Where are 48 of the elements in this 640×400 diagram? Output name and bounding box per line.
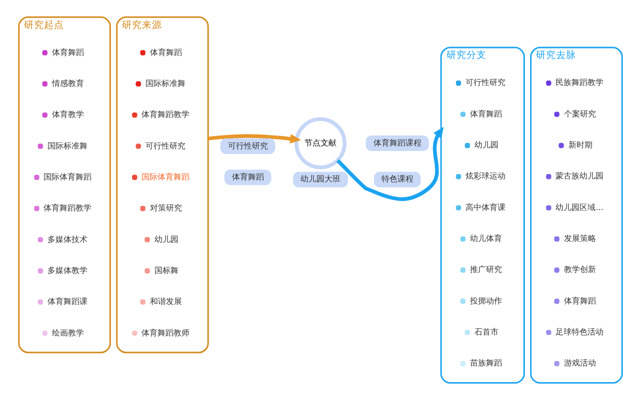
node-label: 体育舞蹈教学 (141, 109, 190, 120)
node-label: 可行性研究 (465, 77, 506, 88)
node-label: 国标舞 (154, 264, 178, 275)
node-circle: 节点文献 (294, 117, 346, 170)
node-label: 投掷动作 (470, 295, 502, 306)
node-label: 国际体育舞蹈 (43, 171, 92, 182)
node-label: 国际标准舞 (46, 140, 87, 150)
node-label: 体育舞蹈 (51, 46, 84, 57)
node-label: 多媒体技术 (46, 234, 87, 244)
node-label: 多媒体教学 (46, 264, 87, 275)
node-box: 体育舞蹈 (224, 170, 271, 186)
node-box: 体育舞蹈课程 (365, 135, 428, 152)
node-label: 和谐发展 (149, 296, 182, 306)
node-box: 可行性研究 (220, 138, 275, 154)
node-label: 绘画教学 (51, 327, 84, 338)
node-label: 推广研究 (470, 264, 502, 274)
node-label: 高中体育课 (465, 202, 506, 212)
node-label: 国际标准舞 (144, 78, 185, 88)
node-label: 情感教育 (51, 78, 84, 88)
node-label: 体育教学 (51, 109, 84, 120)
node-label: 炫彩球运动 (465, 170, 506, 181)
node-label: 幼儿体育 (470, 233, 502, 244)
node-label: 足球特色活动 (555, 326, 604, 337)
node-label: 体育舞蹈 (470, 108, 502, 118)
node-label: 体育舞蹈课 (46, 296, 87, 306)
node-label: 对策研究 (149, 202, 182, 213)
node-label: 国际体育舞蹈 (141, 171, 190, 182)
node-box: 特色课程 (373, 172, 420, 188)
node-label: 民族舞蹈教学 (555, 77, 604, 88)
node-label: 体育舞蹈 (563, 295, 596, 306)
node-label: 体育舞蹈教学 (43, 202, 92, 213)
node-label: 可行性研究 (144, 140, 185, 150)
node-label: 苗族舞蹈 (470, 358, 502, 368)
node-label: 幼儿园区域... (555, 202, 603, 212)
arrow (207, 134, 301, 144)
arrow (336, 126, 444, 201)
node-label: 蒙古族幼儿园 (555, 170, 604, 181)
node-label: 幼儿园 (154, 234, 178, 244)
node-label: 体育舞蹈教师 (141, 327, 190, 338)
node-label: 石首市 (474, 326, 498, 337)
node-label: 新时期 (568, 140, 592, 150)
node-label: 体育舞蹈 (149, 46, 182, 57)
node-label: 发展策略 (563, 233, 596, 244)
node-box: 幼儿园大班 (292, 172, 348, 188)
node-label: 个案研究 (563, 108, 596, 118)
node-label: 幼儿园 (474, 140, 498, 150)
node-label: 游戏活动 (563, 358, 596, 368)
node-label: 教学创新 (563, 264, 596, 274)
